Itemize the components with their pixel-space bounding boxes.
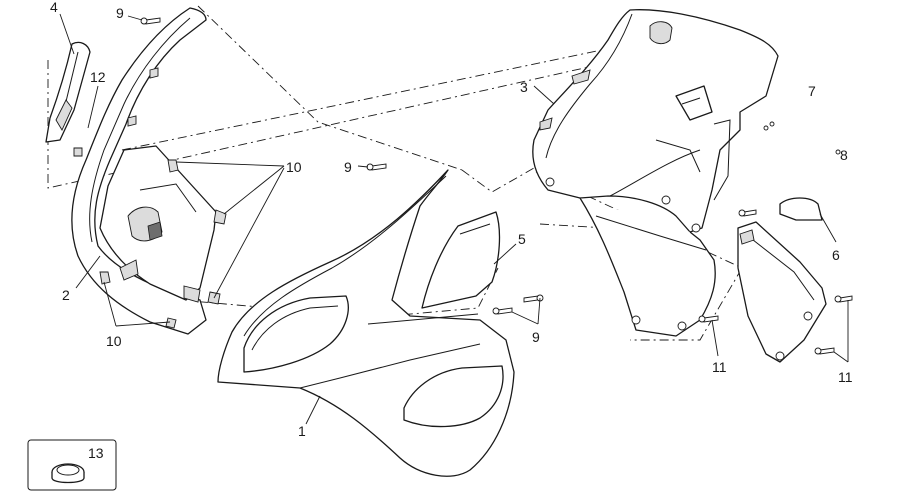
- callout-3: 3: [520, 79, 528, 95]
- callout-12: 12: [90, 69, 106, 85]
- callout-11-right: 11: [838, 369, 853, 385]
- callout-9-lower: 9: [532, 329, 540, 345]
- part-13-cap-box: [27, 439, 117, 491]
- callout-1: 1: [298, 423, 306, 439]
- part-1-side-fairing: [217, 169, 515, 477]
- callout-2: 2: [62, 287, 70, 303]
- part-5-insert-panel: [421, 211, 501, 309]
- callout-labels: 4 9 12 10 2 10 9 3 5 9 1 7 8 6 11 11 13: [50, 0, 853, 461]
- callout-9-top: 9: [116, 5, 124, 21]
- callout-11-left: 11: [712, 359, 727, 375]
- callout-5: 5: [518, 231, 526, 247]
- part-3-upper-fairing: [532, 9, 779, 233]
- callout-4: 4: [50, 0, 58, 15]
- callout-10-lower: 10: [106, 333, 122, 349]
- callout-9-middle: 9: [344, 159, 352, 175]
- lower-inner-panel: [579, 119, 731, 337]
- part-4-side-trim: [45, 41, 91, 143]
- callout-10-upper: 10: [286, 159, 302, 175]
- callout-7: 7: [808, 83, 816, 99]
- callout-6: 6: [832, 247, 840, 263]
- callout-8: 8: [840, 147, 848, 163]
- leader-lines: [59, 13, 849, 425]
- rear-bracket-panel: [737, 197, 827, 363]
- screws: [140, 17, 853, 355]
- part-2-inner-frame: [71, 7, 227, 335]
- callout-13: 13: [88, 445, 104, 461]
